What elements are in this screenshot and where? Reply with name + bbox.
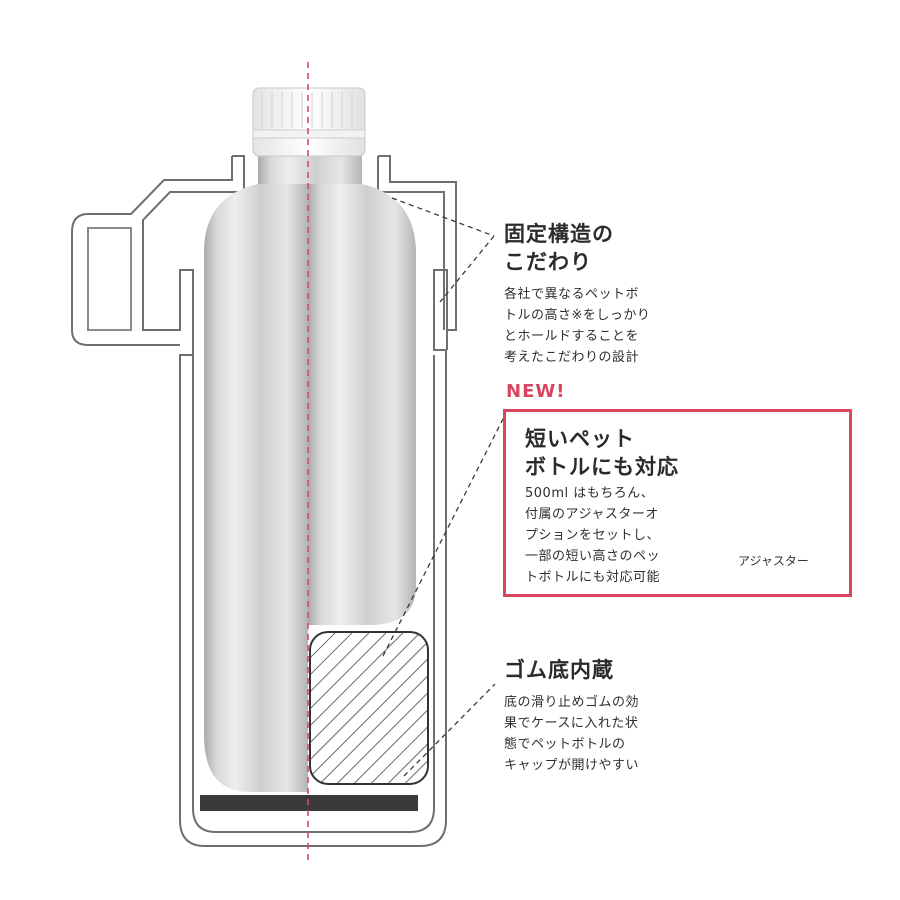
fixing-structure-callout: 固定構造の こだわり 各社で異なるペットボ トルの高さ※をしっかり とホールドす… [504,220,650,368]
leader-fixing-2 [439,235,495,303]
fixing-description: 各社で異なるペットボ トルの高さ※をしっかり とホールドすることを 考えたこだわ… [504,287,651,365]
short-bottle-heading: 短いペット ボトルにも対応 [525,427,679,479]
short-bottle-description: 500ml はもちろん、 付属のアジャスターオ プションをセットし、 一部の短い… [525,486,661,585]
short-bottle-feature-box [503,409,852,597]
new-badge: NEW! [506,381,566,402]
adjuster-cross-section [309,631,429,785]
fixing-heading: 固定構造の こだわり [504,222,614,274]
leader-rubber [403,683,496,777]
adjuster-label: アジャスター [738,554,809,568]
rubber-description: 底の滑り止めゴムの効 果でケースに入れた状 態でペットボトルの キャップが開けや… [504,695,640,773]
leader-fixing-1 [391,197,495,237]
short-bottle-callout: 短いペット ボトルにも対応 500ml はもちろん、 付属のアジャスターオ プシ… [525,425,679,588]
rubber-bottom-pad [200,795,418,811]
rubber-bottom-callout: ゴム底内蔵 底の滑り止めゴムの効 果でケースに入れた状 態でペットボトルの キャ… [504,656,639,776]
rubber-heading: ゴム底内蔵 [504,658,614,682]
pet-bottle [204,87,416,792]
case-outline [71,155,457,847]
leader-adjuster [382,414,506,657]
